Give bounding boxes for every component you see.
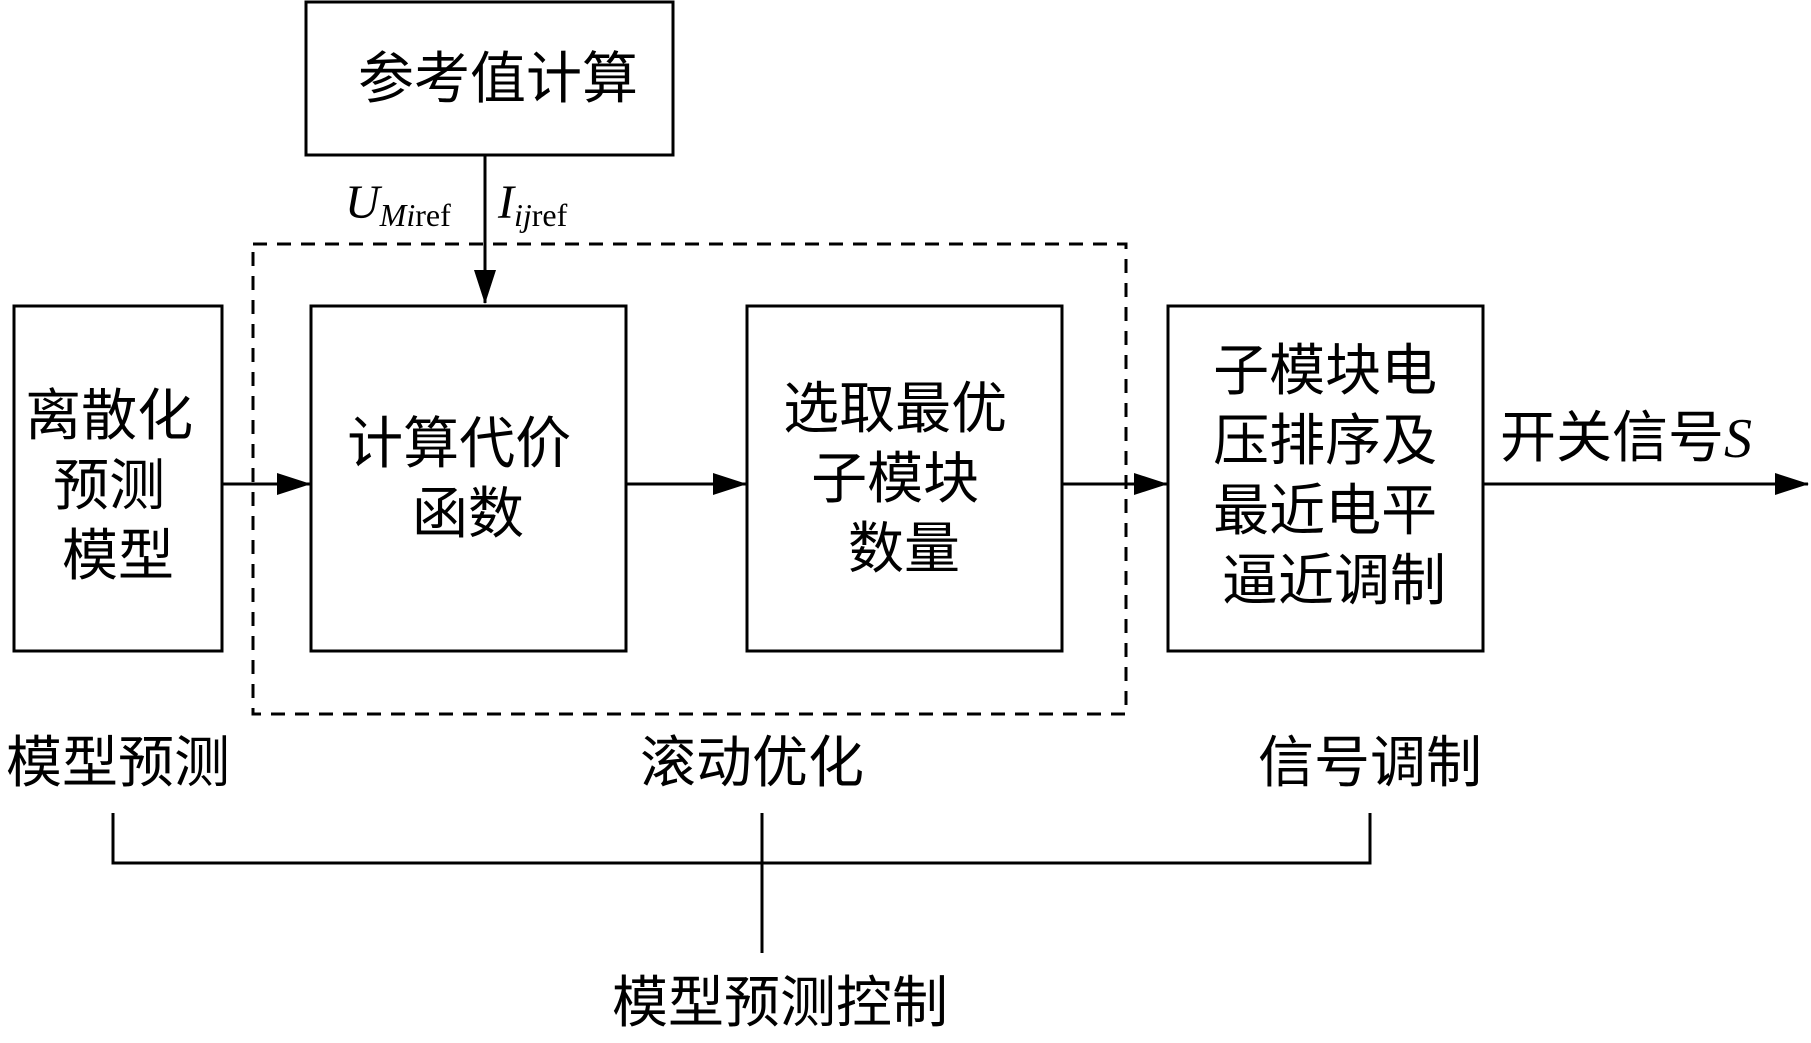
u-ref-label: UMiref: [345, 176, 451, 233]
stage-bracket: [111, 813, 1372, 865]
cost-function-block: [309, 304, 628, 653]
select-submodules-block: [745, 304, 1064, 653]
sorting-modulation-block: [1166, 304, 1485, 653]
stage-model-prediction: 模型预测: [6, 731, 230, 796]
overall-label: 模型预测控制: [612, 971, 948, 1036]
stage-rolling-optimization: 滚动优化: [640, 731, 864, 796]
discrete-model-block: [12, 304, 224, 653]
select-submodules-label: 选取最优 子模块 数量: [783, 377, 1025, 582]
reference-calc-label: 参考值计算: [358, 47, 638, 112]
cost-function-label: 计算代价 函数: [347, 412, 589, 547]
rolling-optimization-region: [251, 242, 1128, 716]
reference-calc-block: [304, 0, 675, 157]
stage-signal-modulation: 信号调制: [1258, 731, 1482, 796]
discrete-model-label: 离散化 预测 模型: [25, 384, 211, 589]
switch-signal-label: 开关信号S: [1500, 406, 1752, 471]
i-ref-label: Iijref: [497, 176, 568, 233]
sorting-modulation-label: 子模块电 压排序及 最近电平 逼近调制: [1213, 339, 1455, 614]
